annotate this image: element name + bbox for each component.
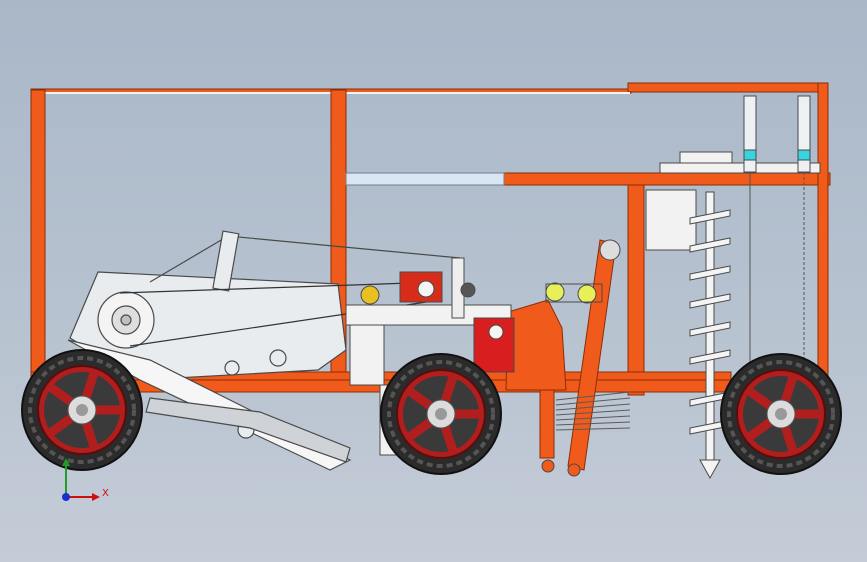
roller	[545, 282, 565, 302]
wheel-icon	[76, 404, 88, 416]
upper-beam-clear	[345, 172, 505, 186]
idler-pulley[interactable]	[224, 360, 240, 376]
link-pivot	[567, 463, 581, 477]
triad-icon: X	[62, 458, 109, 501]
front-left-wheel[interactable]	[21, 349, 143, 471]
top-link-rod	[227, 235, 461, 259]
upper-beam	[503, 172, 831, 186]
rear-wheel[interactable]	[720, 353, 842, 475]
right-inner-post	[627, 184, 645, 396]
auger-gearbox	[645, 189, 697, 251]
x-axis-label: X	[102, 488, 109, 499]
gear-icon	[417, 280, 435, 298]
diagonal-strut	[567, 239, 617, 471]
auger-module[interactable]	[645, 95, 821, 480]
link-pivot	[541, 459, 555, 473]
left-post	[30, 89, 46, 391]
gearbox[interactable]	[345, 257, 512, 386]
wheel-icon	[435, 408, 447, 420]
auger-icon	[699, 459, 721, 480]
idler-pulley[interactable]	[269, 349, 287, 367]
middle-wheel[interactable]	[380, 353, 502, 475]
gearbox-rail	[345, 304, 512, 326]
roller	[577, 284, 597, 304]
z-axis	[62, 493, 70, 501]
arm-link	[149, 235, 229, 283]
auger-flights	[689, 209, 731, 435]
digging-chain-bed	[145, 397, 351, 463]
clamp-knob[interactable]	[460, 282, 476, 298]
guide-rod	[797, 95, 811, 173]
gear-icon	[360, 285, 380, 305]
top-right-beam	[627, 82, 825, 93]
auger-top-rail	[659, 162, 821, 174]
gearbox-support	[349, 324, 385, 386]
right-outer-post	[817, 82, 829, 384]
bracket-plate	[505, 299, 567, 391]
rake-tines	[555, 391, 631, 431]
harvester-arm-assembly[interactable]	[67, 230, 461, 471]
guide-rod	[743, 95, 757, 173]
wheel-icon	[775, 408, 787, 420]
drive-sprocket	[599, 239, 621, 261]
center-leg	[539, 387, 555, 459]
